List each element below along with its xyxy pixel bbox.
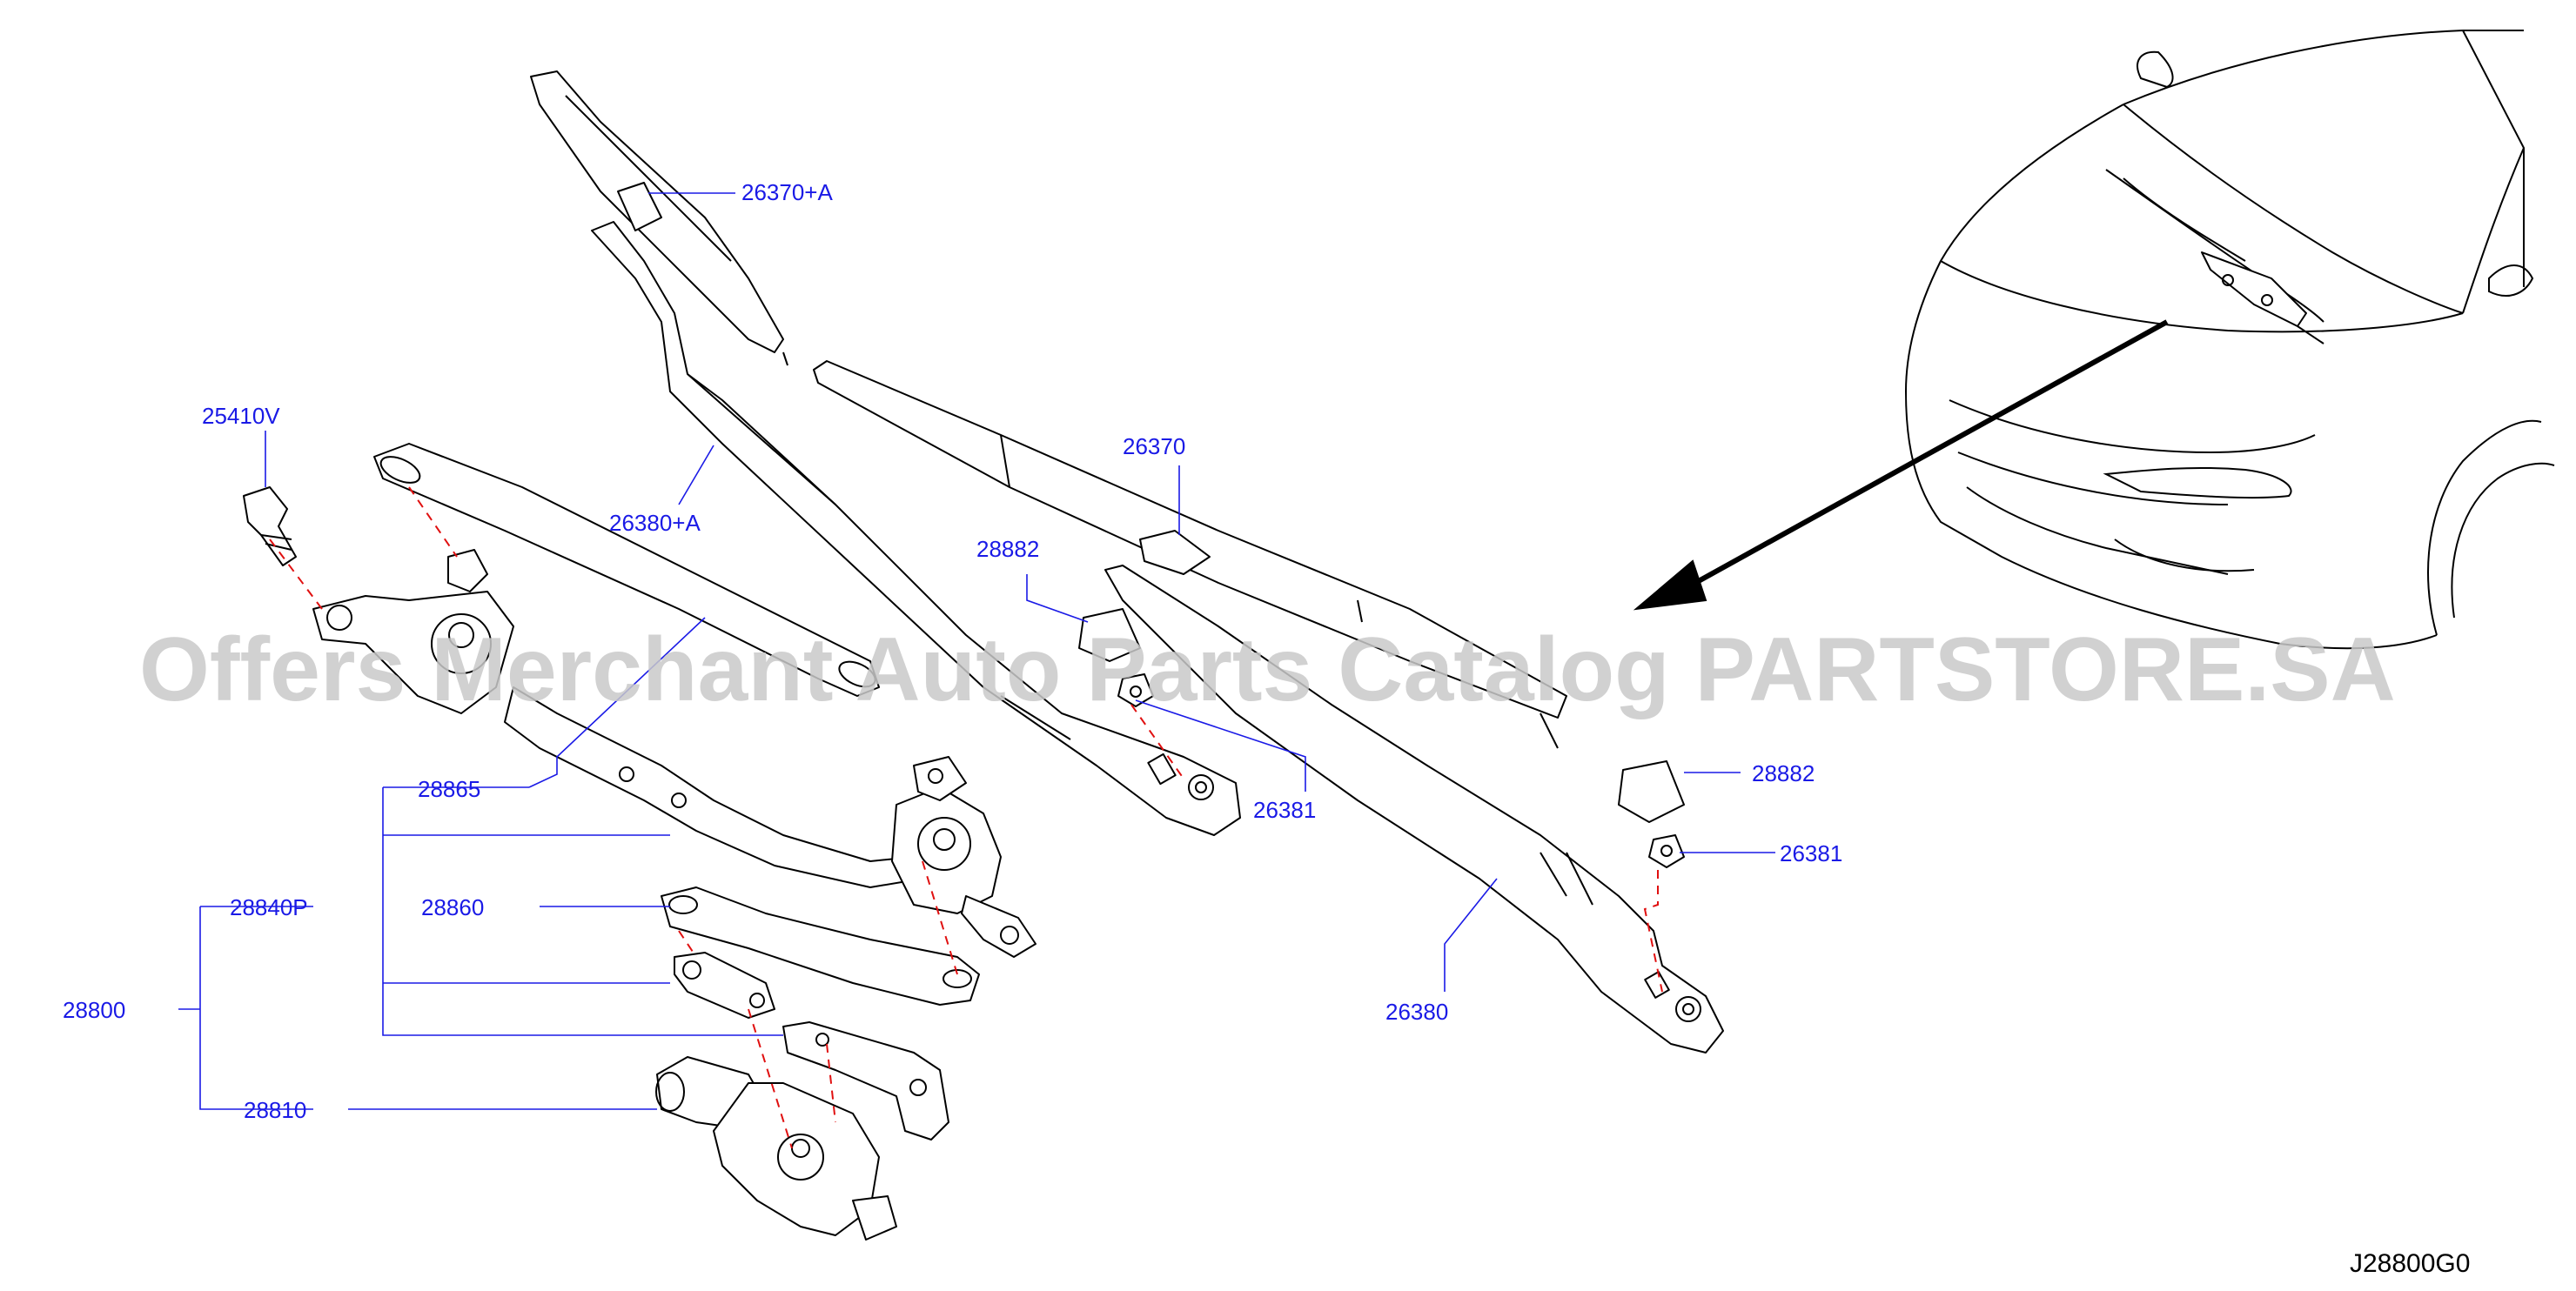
watermark-text: Offers Merchant Auto Parts Catalog PARTS…: [139, 619, 2396, 720]
mounting-bolt: [243, 486, 297, 566]
pivot-cap-lower: [1618, 760, 1685, 823]
callout-28860: 28860: [421, 894, 484, 920]
callout-26381-lower: 26381: [1780, 840, 1842, 866]
wiper-motor: [655, 1021, 949, 1241]
callout-28882-upper: 28882: [976, 536, 1039, 562]
callout-28840p: 28840P: [230, 894, 308, 920]
leader-lines: [178, 192, 1775, 1110]
callout-26370: 26370: [1123, 433, 1185, 459]
callout-26381-upper: 26381: [1253, 797, 1316, 823]
pivot-nut-upper: [1117, 673, 1154, 707]
callout-28865: 28865: [418, 776, 480, 802]
callout-28800: 28800: [63, 997, 125, 1023]
wiper-linkage-assembly: [312, 443, 1036, 1019]
pivot-cap-upper: [1078, 608, 1141, 662]
vehicle-illustration: [1905, 30, 2555, 650]
callout-26370-a: 26370+A: [741, 179, 833, 205]
callout-26380-a: 26380+A: [609, 510, 701, 536]
direction-arrow: [1633, 319, 2169, 611]
wiper-blade-passenger: [530, 70, 788, 366]
callout-28810: 28810: [244, 1097, 306, 1123]
wiper-arm-passenger: [591, 221, 1241, 836]
pivot-nut-lower: [1648, 834, 1685, 868]
diagram-code: J28800G0: [2350, 1249, 2470, 1278]
callout-26380: 26380: [1385, 999, 1448, 1025]
callout-25410v: 25410V: [202, 403, 280, 429]
wiper-blade-driver: [813, 360, 1567, 749]
callout-28882-lower: 28882: [1752, 760, 1815, 786]
hidden-lines: [269, 486, 1663, 1149]
